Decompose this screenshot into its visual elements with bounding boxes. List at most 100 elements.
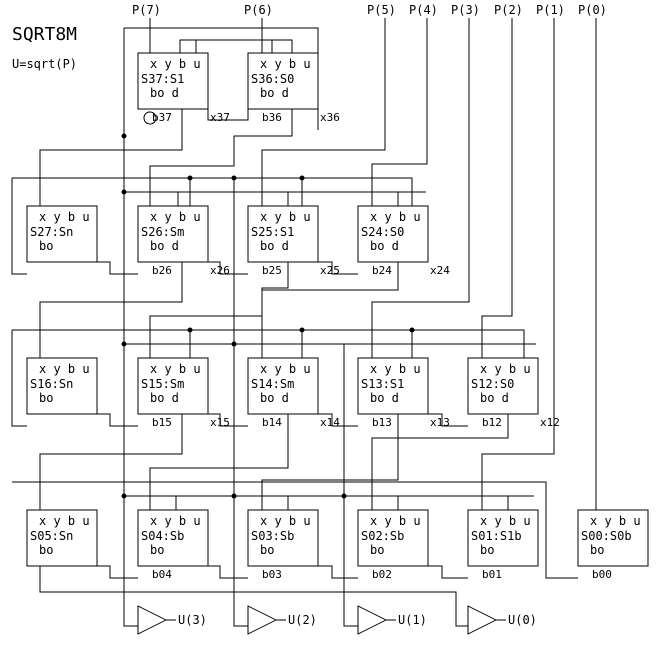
wire-b13 <box>318 413 358 427</box>
cell-box <box>137 52 209 110</box>
cell-ports-bottom: bo <box>480 543 494 557</box>
cell-name: S27:Sn <box>30 225 73 239</box>
cell-borrow-label: b25 <box>262 264 282 277</box>
inverter-bubble <box>143 111 157 125</box>
wire-u1-line <box>343 344 358 627</box>
buffer-triangle-icon <box>467 605 498 635</box>
cell-borrow-label: b24 <box>372 264 392 277</box>
cell-ports-bottom: bo <box>150 543 164 557</box>
cell-ports-top: x y b u <box>370 210 421 224</box>
junction-dot <box>231 175 237 181</box>
cell-name: S16:Sn <box>30 377 73 391</box>
cell-borrow-label: b00 <box>592 568 612 581</box>
cell-box <box>137 357 209 415</box>
cell-ports-bottom: bo d <box>260 239 289 253</box>
cell-name: S13:S1 <box>361 377 404 391</box>
wire-u2-line <box>233 178 248 627</box>
cell-ports-top: x y b u <box>260 57 311 71</box>
junction-dot <box>231 341 237 347</box>
input-label: P(3) <box>451 3 480 17</box>
cell-name: S12:S0 <box>471 377 514 391</box>
input-label: P(4) <box>409 3 438 17</box>
input-label: P(1) <box>536 3 565 17</box>
junction-dot <box>341 493 347 499</box>
cell-name: S25:S1 <box>251 225 294 239</box>
cell-box <box>467 357 539 415</box>
cell-x-label: x26 <box>210 264 230 277</box>
junction-dot <box>187 175 193 181</box>
input-label: P(6) <box>244 3 273 17</box>
cell-ports-top: x y b u <box>370 362 421 376</box>
wire-row2-top <box>12 177 413 206</box>
cell-x-label: x13 <box>430 416 450 429</box>
diagram-subtitle: U=sqrt(P) <box>12 57 77 71</box>
junction-dots <box>121 133 415 499</box>
junction-dot <box>121 493 127 499</box>
cell-ports-bottom: bo d <box>480 391 509 405</box>
cell-name: S02:Sb <box>361 529 404 543</box>
cell-ports-top: x y b u <box>260 514 311 528</box>
output-label: U(2) <box>288 613 317 627</box>
cell-ports-bottom: bo d <box>150 391 179 405</box>
cell-name: S15:Sm <box>141 377 184 391</box>
cell-ports-bottom: bo <box>590 543 604 557</box>
cell-ports-top: x y b u <box>150 57 201 71</box>
cell-name: S03:Sb <box>251 529 294 543</box>
cell-borrow-label: b26 <box>152 264 172 277</box>
wire-p4 <box>371 18 428 206</box>
junction-dot <box>121 133 127 139</box>
cell-ports-bottom: bo d <box>370 239 399 253</box>
wire-row3-top <box>12 329 525 358</box>
wire-b02 <box>318 565 358 579</box>
cell-name: S00:S0b <box>581 529 632 543</box>
cell-x-label: x15 <box>210 416 230 429</box>
cell-ports-bottom: bo <box>370 543 384 557</box>
cell-ports-bottom: bo d <box>150 86 179 100</box>
cell-box <box>357 357 429 415</box>
cell-borrow-label: b12 <box>482 416 502 429</box>
wire-x14 <box>149 414 289 510</box>
cell-ports-bottom: bo d <box>260 391 289 405</box>
wire-b36 <box>207 109 249 121</box>
wire-r3-left <box>11 330 27 427</box>
cell-box <box>467 509 539 567</box>
cell-box <box>247 509 319 567</box>
cell-ports-top: x y b u <box>480 514 531 528</box>
cell-ports-bottom: bo <box>39 543 53 557</box>
cell-box <box>577 509 649 567</box>
wire-p1 <box>481 18 555 510</box>
cell-name: S37:S1 <box>141 72 184 86</box>
wire-u0-line <box>39 566 468 627</box>
wire-b26 <box>96 261 138 275</box>
output-buffer: U(3) <box>137 605 207 635</box>
output-buffer: U(1) <box>357 605 427 635</box>
cell-ports-top: x y b u <box>150 362 201 376</box>
cell-x-label: x36 <box>320 111 340 124</box>
cell-borrow-label: b04 <box>152 568 172 581</box>
wire-x13 <box>261 414 399 510</box>
cell-borrow-label: b14 <box>262 416 282 429</box>
buffer-triangle-icon <box>357 605 388 635</box>
cell-x-label: x12 <box>540 416 560 429</box>
wire-row4-top <box>12 481 578 579</box>
wires <box>11 18 597 627</box>
cell-box <box>247 357 319 415</box>
wire-x24 <box>261 262 399 358</box>
output-label: U(1) <box>398 613 427 627</box>
cell-x-label: x24 <box>430 264 450 277</box>
output-buffer: U(0) <box>467 605 537 635</box>
diagram-title: SQRT8M <box>12 24 77 45</box>
